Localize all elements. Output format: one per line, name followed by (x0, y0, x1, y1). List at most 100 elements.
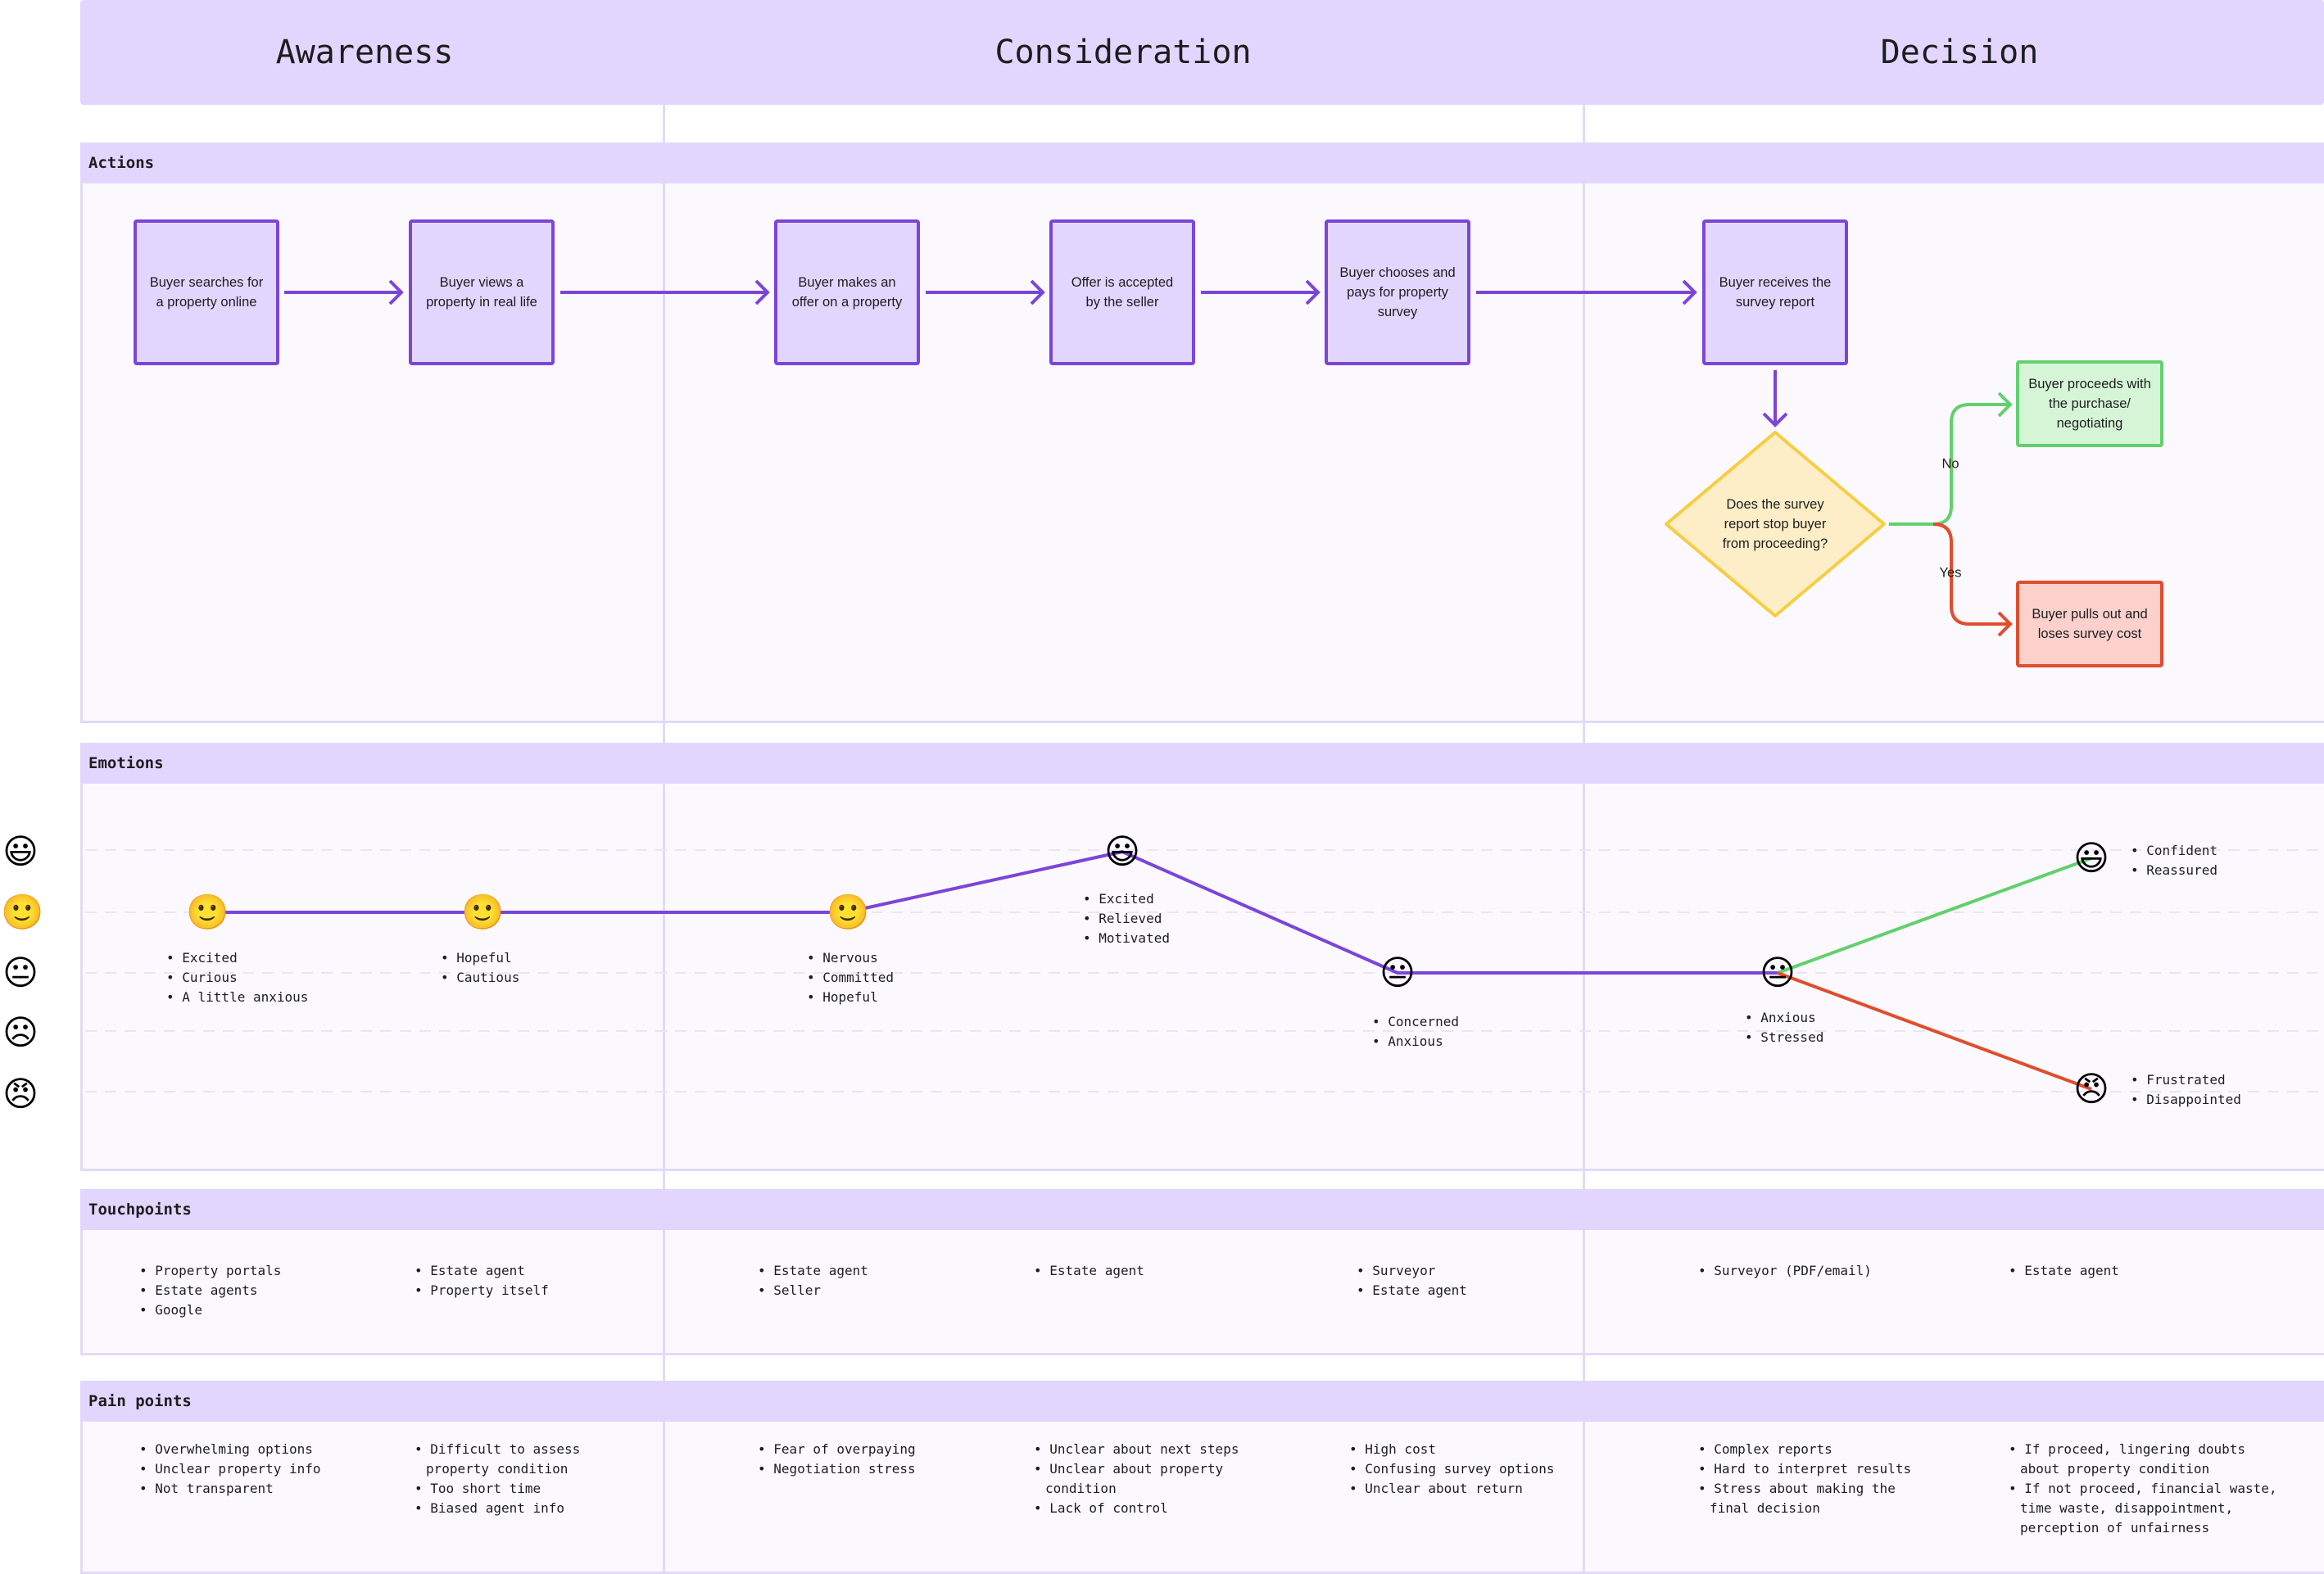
pain-point-item: If not proceed, financial waste, time wa… (2009, 1479, 2287, 1538)
action-step-report: Buyer receives the survey report (1702, 219, 1848, 365)
touchpoint-item: Estate agent (1034, 1261, 1144, 1281)
emotion-labels: Excited Curious A little anxious (166, 948, 308, 1007)
touchpoints-list: Estate agent (2009, 1261, 2119, 1281)
emotion-labels: Hopeful Cautious (441, 948, 519, 988)
pain-points-list: Difficult to assess property condition T… (415, 1440, 595, 1518)
action-step-survey: Buyer chooses and pays for property surv… (1325, 219, 1470, 365)
phase-header-bar (80, 0, 2324, 105)
emotion-labels: Confident Reassured (2131, 841, 2218, 880)
pain-point-item: Confusing survey options (1349, 1459, 1579, 1479)
emotion-label: Excited (1083, 889, 1170, 909)
touchpoint-item: Google (139, 1300, 281, 1320)
emotion-label: Nervous (807, 948, 894, 968)
action-step-offer: Buyer makes an offer on a property (774, 219, 920, 365)
emotion-labels: Frustrated Disappointed (2131, 1070, 2241, 1110)
arrow-head (1762, 412, 1788, 427)
branch-no-connector (1889, 403, 2010, 526)
emotion-labels: Concerned Anxious (1372, 1012, 1459, 1052)
emotion-label: Frustrated (2131, 1070, 2241, 1090)
touchpoint-item: Estate agents (139, 1281, 281, 1300)
outcome-proceed: Buyer proceeds with the purchase/ negoti… (2016, 360, 2163, 447)
emotion-labels: Nervous Committed Hopeful (807, 948, 894, 1007)
emotion-curve-negative-branch (1777, 971, 2092, 1091)
pain-point-item: Fear of overpaying (758, 1440, 954, 1459)
branch-no-arrowhead (1997, 391, 2013, 418)
emotion-point-very-happy-icon: 😃 (2073, 838, 2109, 878)
emotion-label: Anxious (1372, 1032, 1459, 1052)
phase-title-awareness: Awareness (275, 34, 454, 71)
arrow-head (754, 279, 770, 305)
arrow-head (1030, 279, 1045, 305)
scale-sad-icon: ☹ (2, 1012, 39, 1052)
pain-point-item: Unclear about next steps (1034, 1440, 1263, 1459)
section-header-emotions: Emotions (80, 743, 2324, 784)
touchpoint-item: Seller (758, 1281, 868, 1300)
pain-point-item: High cost (1349, 1440, 1579, 1459)
emotion-label: Curious (166, 968, 308, 988)
pain-point-item: Stress about making the final decision (1698, 1479, 1928, 1518)
touchpoints-list: Estate agent Property itself (415, 1261, 549, 1300)
pain-point-item: Biased agent info (415, 1499, 595, 1518)
emotion-label: Reassured (2131, 861, 2218, 880)
touchpoints-list: Estate agent Seller (758, 1261, 868, 1300)
emotion-label: A little anxious (166, 988, 308, 1007)
emotion-label: Hopeful (441, 948, 519, 968)
pain-points-list: Overwhelming options Unclear property in… (139, 1440, 336, 1499)
pain-point-item: Complex reports (1698, 1440, 1928, 1459)
emotion-label: Confident (2131, 841, 2218, 861)
emotion-point-very-happy-icon: 😃 (1104, 831, 1140, 871)
pain-points-list: If proceed, lingering doubts about prope… (2009, 1440, 2287, 1538)
pain-point-item: Unclear property info (139, 1459, 336, 1479)
touchpoint-item: Surveyor (1357, 1261, 1467, 1281)
pain-point-item: Lack of control (1034, 1499, 1263, 1518)
scale-very-happy-icon: 😃 (2, 831, 39, 871)
phase-title-consideration: Consideration (994, 34, 1252, 71)
touchpoint-item: Property portals (139, 1261, 281, 1281)
emotion-labels: Anxious Stressed (1745, 1008, 1823, 1047)
touchpoints-list: Property portals Estate agents Google (139, 1261, 281, 1320)
emotion-label: Hopeful (807, 988, 894, 1007)
pain-point-item: Difficult to assess property condition (415, 1440, 595, 1479)
action-arrows (284, 279, 1788, 427)
touchpoint-item: Surveyor (PDF/email) (1698, 1261, 1872, 1281)
decision-question: Does the survey report stop buyer from p… (1722, 497, 1828, 551)
phase-title-decision: Decision (1880, 34, 2039, 71)
emotion-point-happy-icon: 🙂 (461, 892, 505, 932)
scale-happy-icon: 🙂 (1, 892, 44, 932)
touchpoints-list: Estate agent (1034, 1261, 1144, 1281)
arrow-head (1682, 279, 1697, 305)
emotion-label: Disappointed (2131, 1090, 2241, 1110)
pain-point-item: Overwhelming options (139, 1440, 336, 1459)
branch-yes-arrowhead (1997, 611, 2013, 637)
arrow-head (1305, 279, 1321, 305)
emotion-label: Excited (166, 948, 308, 968)
emotion-point-angry-icon: 😠 (2073, 1069, 2109, 1109)
phase-divider (663, 105, 665, 1574)
emotion-curve-positive-branch (1777, 857, 2092, 975)
emotion-point-neutral-icon: 😐 (1760, 952, 1796, 993)
action-step-view: Buyer views a property in real life (409, 219, 555, 365)
branch-yes-connector (1932, 522, 2010, 626)
pain-points-list: Unclear about next steps Unclear about p… (1034, 1440, 1263, 1518)
emotion-label: Concerned (1372, 1012, 1459, 1032)
scale-angry-icon: 😠 (2, 1074, 39, 1114)
emotion-label: Anxious (1745, 1008, 1823, 1028)
pain-points-list: Complex reports Hard to interpret result… (1698, 1440, 1928, 1518)
touchpoint-item: Estate agent (758, 1261, 868, 1281)
outcome-pull-out: Buyer pulls out and loses survey cost (2016, 581, 2163, 667)
emotion-label: Cautious (441, 968, 519, 988)
pain-point-item: Negotiation stress (758, 1459, 954, 1479)
emotion-label: Stressed (1745, 1028, 1823, 1047)
phase-divider (1583, 105, 1585, 1574)
pain-point-item: If proceed, lingering doubts about prope… (2009, 1440, 2287, 1479)
pain-points-list: High cost Confusing survey options Uncle… (1349, 1440, 1579, 1499)
emotion-point-happy-icon: 🙂 (186, 892, 229, 932)
emotion-label: Motivated (1083, 929, 1170, 948)
emotion-curve (206, 850, 1778, 975)
decision-diamond (1665, 431, 1886, 617)
touchpoint-item: Estate agent (415, 1261, 549, 1281)
pain-point-item: Hard to interpret results (1698, 1459, 1928, 1479)
branch-label-no: No (1941, 456, 1959, 472)
branch-label-yes: Yes (1939, 565, 1962, 581)
